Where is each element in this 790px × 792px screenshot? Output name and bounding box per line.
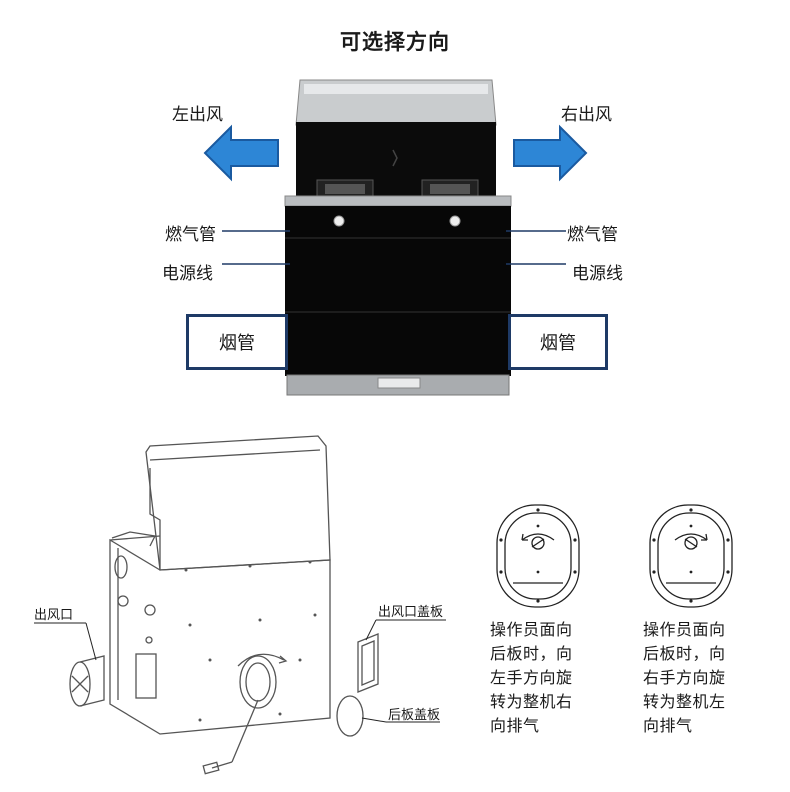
- description-left: 操作员面向 后板时，向 左手方向旋 转为整机右 向排气: [490, 620, 573, 735]
- right-arrow-icon: [513, 124, 588, 182]
- hood: [295, 79, 497, 126]
- gas-pipe-label-right: 燃气管: [567, 225, 618, 245]
- power-line-label-left: 电源线: [162, 264, 213, 284]
- left-arrow-icon: [203, 124, 279, 182]
- burner-left: [316, 179, 374, 199]
- description-right: 操作员面向 后板时，向 右手方向旋 转为整机左 向排气: [643, 620, 726, 735]
- knob-left: [333, 215, 345, 227]
- cabinet-front: [285, 206, 511, 376]
- flue-box-left: 烟管: [186, 314, 288, 370]
- flue-label-right: 烟管: [540, 333, 576, 354]
- flue-box-right: 烟管: [508, 314, 608, 370]
- steel-top: [284, 195, 512, 207]
- outlet-label: 出风口: [34, 608, 74, 623]
- burner-right: [421, 179, 479, 199]
- power-line-label-right: 电源线: [572, 264, 623, 284]
- rotation-diagram-right: [649, 504, 733, 608]
- rear-cabinet-drawing: [69, 435, 379, 775]
- gas-pipe-label-left: 燃气管: [165, 225, 216, 245]
- knob-right: [449, 215, 461, 227]
- flue-label-left: 烟管: [219, 333, 255, 354]
- left-wind-label: 左出风: [172, 105, 223, 125]
- right-wind-label: 右出风: [561, 105, 612, 125]
- rotation-diagram-left: [496, 504, 580, 608]
- outlet-cover-label: 出风口盖板: [378, 605, 444, 620]
- screw-dots: [184, 560, 317, 722]
- back-cover-label: 后板盖板: [388, 708, 441, 723]
- page-title: 可选择方向: [340, 30, 450, 54]
